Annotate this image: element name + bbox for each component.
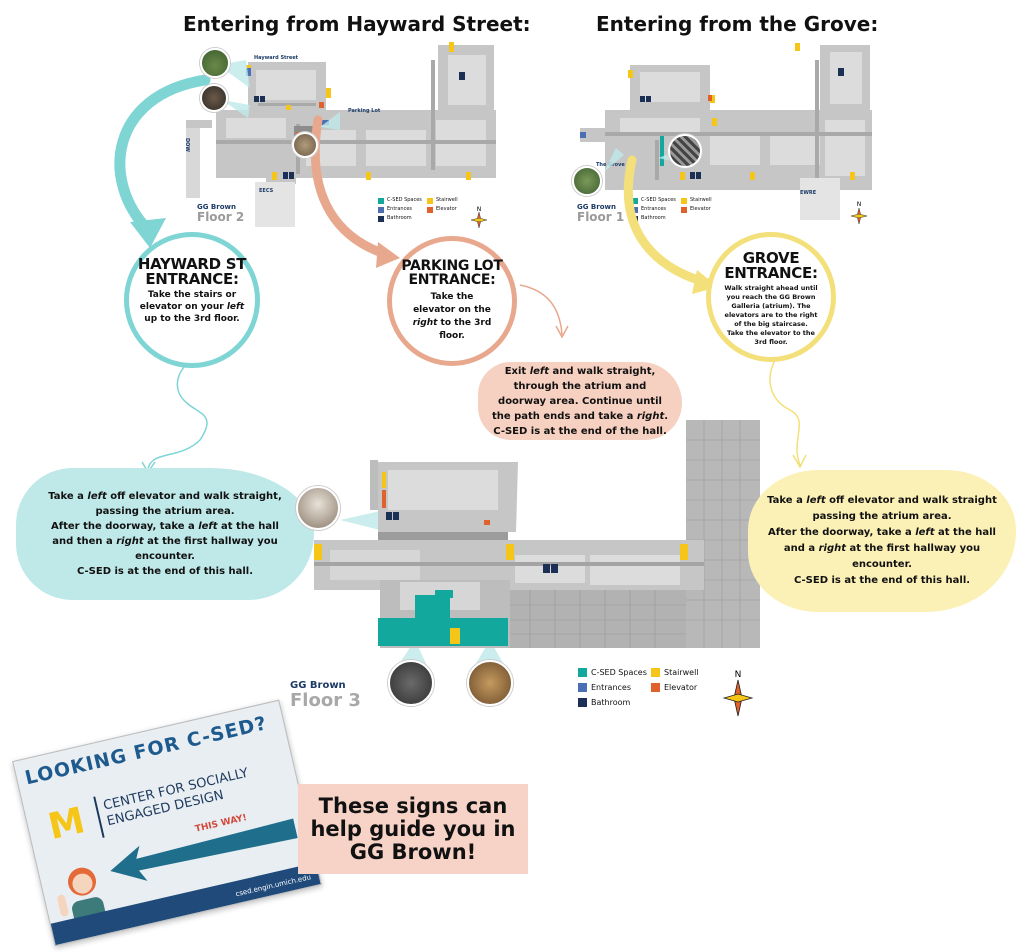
floor-2-building: GG Brown [197, 203, 236, 211]
parking-lot-entrance-circle: PARKING LOT ENTRANCE: Take the elevator … [387, 236, 517, 366]
grove-directions-blob: Take a left off elevator and walk straig… [748, 470, 1016, 612]
compass-icon: N [470, 206, 488, 229]
michigan-logo: M [44, 800, 89, 849]
parking-lot-entrance-heading: PARKING LOT [401, 258, 503, 274]
atrium-photo-thumbnail [296, 486, 340, 530]
signs-callout-box: These signs can help guide you in GG Bro… [298, 784, 528, 874]
grove-entrance-circle: GROVE ENTRANCE: Walk straight ahead unti… [706, 232, 836, 362]
floor-1-label: Floor 1 [577, 210, 625, 224]
hayward-photo-thumbnail [200, 48, 230, 78]
parking-route-arrow [310, 115, 393, 260]
grove-title: Entering from the Grove: [596, 12, 879, 36]
grove-entrance-heading: GROVE [742, 249, 800, 267]
hayward-route-arrow [114, 74, 211, 236]
hayward-directions-blob: Take a left off elevator and walk straig… [16, 468, 314, 600]
svg-text:N: N [857, 201, 862, 208]
hayward-title: Entering from Hayward Street: [183, 12, 531, 36]
floor-1-walkway [800, 178, 840, 220]
compass-icon: N [850, 201, 868, 225]
doorway-photo-thumbnail [388, 660, 434, 706]
hayward-entrance-heading: HAYWARD ST [137, 255, 247, 273]
floor-3-label: Floor 3 [290, 690, 361, 711]
arrow-left-icon [110, 818, 298, 881]
atrium-staircase-photo-thumbnail [668, 134, 702, 168]
hayward-entrance-circle: HAYWARD ST ENTRANCE: Take the stairs or … [124, 232, 260, 368]
floor-2-road [186, 128, 200, 198]
svg-text:N: N [735, 670, 742, 680]
eecs-label: EECS [259, 188, 274, 194]
floor-2-map [186, 42, 496, 184]
cseds-area [378, 590, 508, 646]
floor-2-walkway [255, 182, 295, 227]
ewre-label: EWRE [800, 190, 817, 196]
stairs-photo-thumbnail [200, 84, 228, 112]
hayward-street-label: Hayward Street [254, 55, 299, 61]
floor-2-label: Floor 2 [197, 210, 245, 224]
grove-route-arrow [623, 155, 713, 288]
floor-3-map [314, 420, 760, 648]
parking-lot-label: Parking Lot [348, 108, 381, 114]
floor-1-building: GG Brown [577, 203, 616, 211]
grove-photo-thumbnail [572, 166, 602, 196]
parking-directions-blob: Exit left and walk straight, through the… [478, 362, 682, 440]
hallway-photo-thumbnail [467, 660, 513, 706]
cseds-sign-photo: LOOKING FOR C-SED? M CENTER FOR SOCIALLY… [12, 699, 322, 947]
parking-lot-photo-thumbnail [292, 132, 318, 158]
floor-3-building: GG Brown [290, 680, 346, 691]
floor-1-map [580, 43, 872, 190]
compass-icon: N [722, 670, 754, 717]
svg-text:N: N [477, 206, 482, 213]
